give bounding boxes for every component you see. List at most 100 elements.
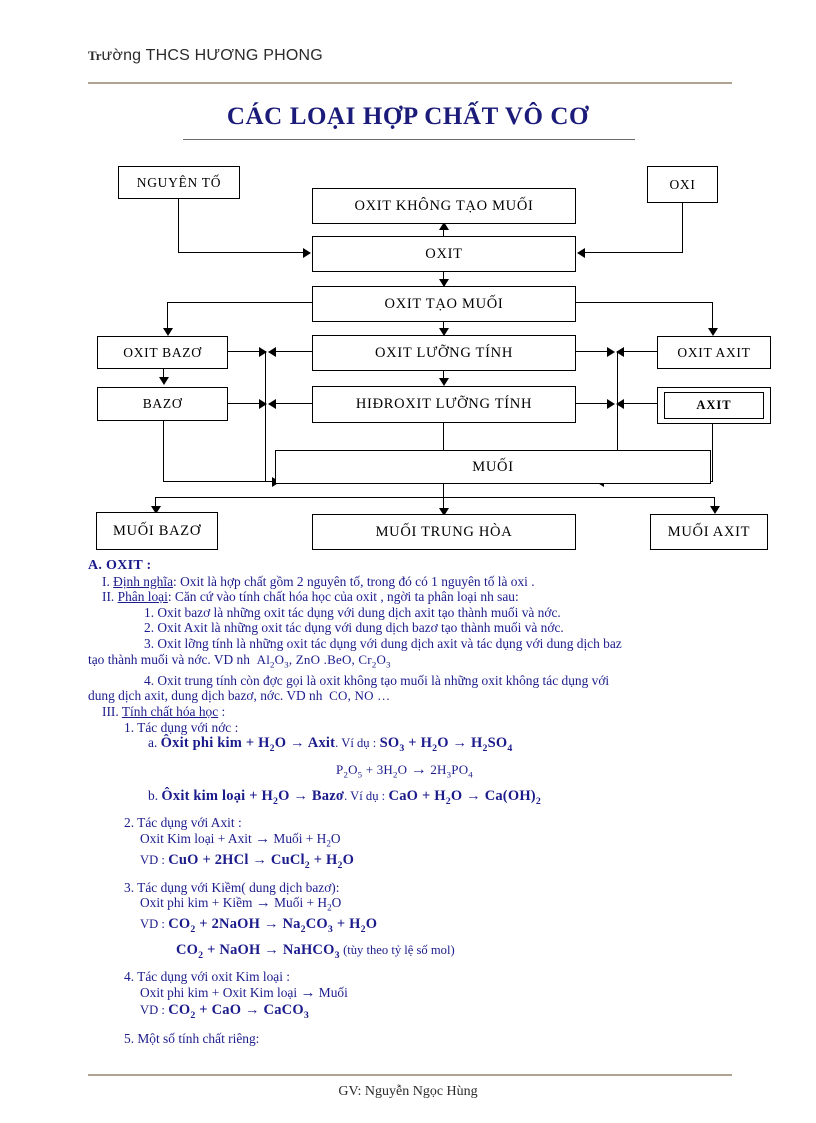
box-oxit-khong-tao-muoi: OXIT KHÔNG TẠO MUỐI [312, 188, 576, 224]
teacher-footer: GV: Nguyễn Ngọc Hùng [338, 1084, 478, 1099]
school-header-prefix: Tr [88, 48, 102, 63]
phan-loai-label: Phân loại [117, 589, 168, 605]
formula-amphoteric-oxides: Al2O3, ZnO .BeO, Cr2O3 [256, 651, 391, 670]
property-2-rule: Oxit Kim loại + Axit → Muối + H2O [140, 830, 341, 849]
box-oxi: OXI [647, 166, 718, 203]
arrowhead-into-oxit-left [303, 248, 311, 258]
property-2-vd-label: VD : [140, 853, 165, 868]
connector-row2-right-b [621, 403, 657, 405]
property-3-example-line-1: VD : CO2 + 2NaOH → Na2CO3 + H2O [88, 916, 738, 937]
box-oxit-tao-muoi: OXIT TẠO MUỐI [312, 286, 576, 322]
connector-row1-left-a [228, 351, 262, 353]
property-3-example-2: CO2 + NaOH → NaHCO3 [176, 941, 340, 961]
arrowhead-oxit-luong-tinh [439, 328, 449, 336]
header-divider [88, 82, 732, 84]
classification-item-2: 2. Oxit Axit là những oxit tác dụng với … [144, 620, 564, 636]
property-1b-example: CaO + H2O → Ca(OH)2 [388, 787, 541, 807]
arrowhead-muoi-bazo [151, 506, 161, 514]
phan-loai-numeral: II. [102, 589, 118, 605]
connector-axit-down [712, 423, 714, 481]
property-3-heading: 3. Tác dụng với Kiềm( dung dịch bazơ): [124, 879, 340, 895]
property-1a-example-2-eq: P2O5 + 3H2O → 2H3PO4 [336, 760, 473, 780]
connector-taomuoi-left [167, 302, 313, 304]
connector-nguyento-right [178, 252, 306, 254]
dinh-nghia-numeral: I. [102, 573, 114, 589]
arrowhead-oxit-khong-tao-muoi [439, 222, 449, 230]
arrowhead-row2r-left [616, 399, 624, 409]
inorganic-compound-flowchart: NGUYÊN TỐ OXI OXIT KHÔNG TẠO MUỐI OXIT O… [0, 0, 816, 560]
connector-oxi-down [682, 203, 684, 253]
school-header-rest: ường THCS HƯƠNG PHONG [101, 47, 323, 64]
property-1b-line: b. Ôxit kim loại + H2O → Bazơ. Ví dụ : C… [88, 788, 738, 809]
arrowhead-row2r-right [607, 399, 615, 409]
classification-item-1: 1. Oxit bazơ là những oxit tác dụng với … [144, 604, 561, 620]
arrowhead-bazo [159, 377, 169, 385]
footer-divider [88, 1074, 732, 1076]
property-1a-letter: a. [148, 735, 158, 751]
arrowhead-muoi-trung-hoa [439, 508, 449, 516]
arrowhead-into-oxit-right [577, 248, 585, 258]
connector-taomuoi-right [576, 302, 713, 304]
property-4-example-line: VD : CO2 + CaO → CaCO3 [88, 1002, 738, 1023]
connector-row2-right-a [576, 403, 610, 405]
line-phan-loai: II. Phân loại: Căn cứ vào tính chất hóa … [88, 589, 738, 605]
formula-neutral-oxides: CO, NO … [329, 688, 391, 704]
arrowhead-row2-right [259, 399, 267, 409]
connector-muoi-spread [155, 497, 715, 499]
connector-row1-right-a [576, 351, 610, 353]
arrowhead-oxit-bazo [163, 328, 173, 336]
property-1a-rule: Ôxit phi kim + H2O → Axit [160, 735, 336, 755]
box-oxit: OXIT [312, 236, 576, 272]
classification-item-4a: 4. Oxit trung tính còn đợc gọi là oxit k… [144, 672, 610, 688]
connector-row2-left-b [273, 403, 313, 405]
dinh-nghia-text: : Oxit là hợp chất gồm 2 nguyên tố, tron… [173, 573, 535, 589]
property-4-example: CO2 + CaO → CaCO3 [168, 1001, 309, 1021]
arrowhead-row1r-left [616, 347, 624, 357]
connector-bazo-to-muoi [163, 481, 275, 483]
box-bazo: BAZƠ [97, 387, 228, 421]
arrowhead-row1-left [268, 347, 276, 357]
property-4-heading: 4. Tác dụng với oxit Kim loại : [124, 969, 291, 985]
connector-vertical-left-bridge [265, 351, 267, 481]
property-5-heading: 5. Một số tính chất riêng: [124, 1031, 260, 1047]
page-title: CÁC LOẠI HỢP CHẤT VÔ CƠ [226, 103, 590, 130]
tinh-chat-numeral: III. [102, 703, 122, 719]
box-hidroxit-luong-tinh: HIĐROXIT LƯỠNG TÍNH [312, 386, 576, 423]
property-3-example-line-2: CO2 + NaOH → NaHCO3 (tùy theo tỷ lệ số m… [88, 942, 738, 963]
arrowhead-row1-right [259, 347, 267, 357]
dinh-nghia-label: Định nghĩa [113, 573, 174, 589]
property-1a-vidu: . Ví dụ : [335, 736, 377, 751]
tinh-chat-text: : [218, 703, 226, 719]
property-3-rule: Oxit phi kim + Kiềm → Muối + H2O [140, 895, 342, 913]
connector-nguyento-down [178, 198, 180, 253]
property-2-example-line: VD : CuO + 2HCl → CuCl2 + H2O [88, 852, 738, 873]
connector-row2-left-a [228, 403, 262, 405]
box-nguyen-to: NGUYÊN TỐ [118, 166, 240, 199]
property-1a-example: SO3 + H2O → H2SO4 [379, 735, 513, 755]
tinh-chat-label: Tính chất hóa học [121, 703, 219, 719]
box-muoi-trung-hoa: MUỐI TRUNG HÒA [312, 514, 576, 550]
connector-oxitbazo-down [163, 368, 165, 380]
box-oxit-bazo: OXIT BAZƠ [97, 336, 228, 369]
arrowhead-oxit-axit [708, 328, 718, 336]
section-heading-oxit: A. OXIT : [88, 558, 152, 573]
line-tinh-chat-hoa-hoc: III. Tính chất hóa học : [88, 704, 738, 720]
classification-item-3b-text: tạo thành muối và nớc. VD nh [88, 651, 250, 667]
box-oxit-axit: OXIT AXIT [657, 336, 771, 369]
classification-item-4b-text: dung dịch axit, dung dịch bazơ, nớc. VD … [88, 688, 323, 704]
property-3-vd-label: VD : [140, 917, 165, 932]
connector-row1-left-b [273, 351, 313, 353]
connector-taomuoi-down [443, 322, 445, 331]
connector-muoi-right-down [714, 497, 716, 509]
line-dinh-nghia: I. Định nghĩa: Oxit là hợp chất gồm 2 ng… [88, 574, 738, 590]
property-4-vd-label: VD : [140, 1002, 165, 1017]
property-1b-vidu: . Ví dụ : [344, 788, 386, 803]
property-1-heading: 1. Tác dụng với nớc : [124, 719, 239, 735]
arrowhead-hidroxit [439, 378, 449, 386]
connector-luongtinh-down [443, 368, 445, 382]
box-axit-outer: AXIT [657, 387, 771, 424]
connector-taomuoi-left-down [167, 302, 169, 330]
property-1b-rule: Ôxit kim loại + H2O → Bazơ [161, 787, 345, 807]
arrowhead-oxit-tao-muoi [439, 279, 449, 287]
phan-loai-text: : Căn cứ vào tính chất hóa học của oxit … [167, 589, 519, 605]
